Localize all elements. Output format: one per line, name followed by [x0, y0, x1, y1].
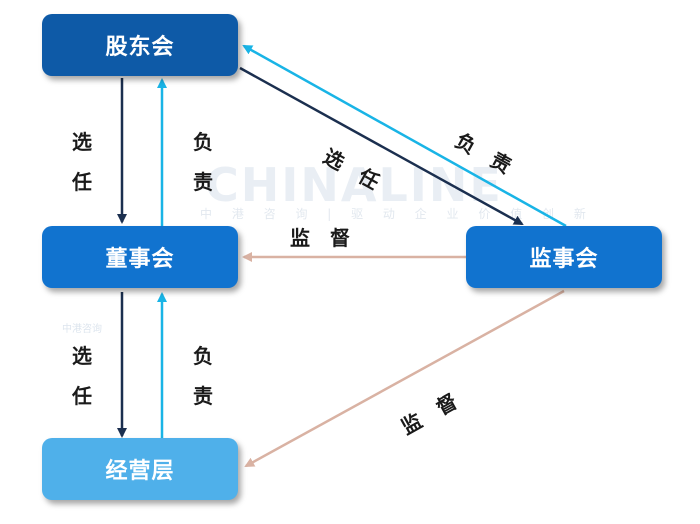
watermark-subtext: 中 港 咨 询 | 驱 动 企 业 价 值 创 新 [200, 207, 594, 221]
label-elect-bottom: 选任 [72, 336, 92, 416]
label-supervise-horizontal-text: 监督 [290, 226, 370, 250]
node-shareholders: 股东会 [42, 14, 238, 76]
node-board: 董事会 [42, 226, 238, 288]
label-elect-bottom-text: 选任 [72, 344, 92, 408]
label-responsible-top-text: 负责 [193, 130, 213, 194]
label-elect-top-text: 选任 [72, 130, 92, 194]
node-management: 经营层 [42, 438, 238, 500]
node-supervisors: 监事会 [466, 226, 662, 288]
watermark-logo: 中港咨询 [62, 324, 102, 335]
label-responsible-bottom-text: 负责 [193, 344, 213, 408]
arrow-shareholders-to-supervisors [239, 66, 524, 226]
arrow-supervisors-to-management [244, 289, 565, 468]
label-responsible-top: 负责 [193, 122, 213, 202]
arrow-supervisors-to-shareholders [242, 44, 567, 228]
label-responsible-bottom: 负责 [193, 336, 213, 416]
label-supervise-horizontal: 监督 [290, 228, 370, 248]
label-elect-top: 选任 [72, 122, 92, 202]
